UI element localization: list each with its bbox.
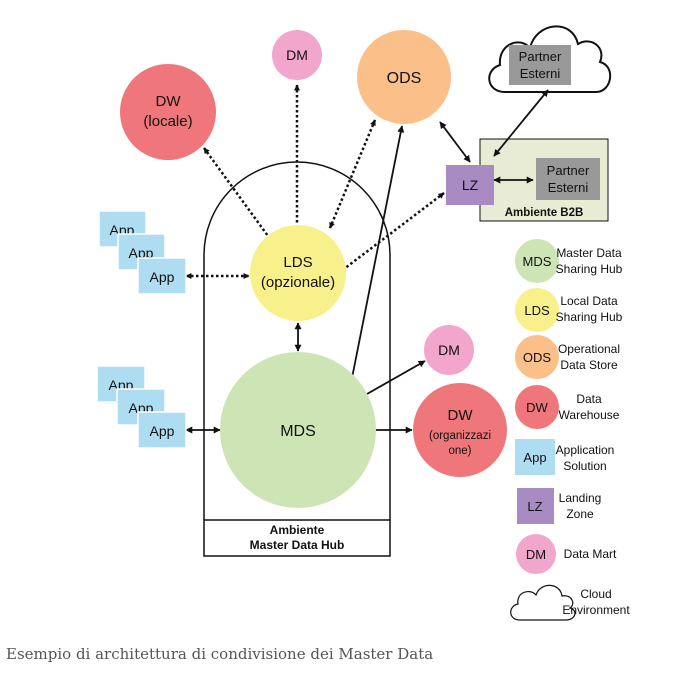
svg-text:Local Data: Local Data (560, 294, 618, 308)
svg-text:App: App (129, 245, 154, 261)
svg-text:LDS: LDS (283, 254, 312, 271)
legend-item-dw: DW Data Warehouse (515, 385, 620, 429)
link-ods-lz (439, 121, 471, 163)
link-lz-lds (339, 192, 445, 273)
app-stack-upper: App App App (98, 210, 187, 295)
link-mds-ods (351, 125, 405, 379)
svg-text:(locale): (locale) (143, 113, 192, 130)
svg-text:App: App (150, 423, 175, 439)
hub-env-label-2: Master Data Hub (250, 538, 345, 552)
svg-text:Zone: Zone (566, 507, 594, 521)
b2b-env-label: Ambiente B2B (505, 207, 584, 219)
node-ods: ODS (357, 30, 451, 124)
node-dw-local: DW (locale) (120, 64, 216, 160)
legend-item-cloud: Cloud Environment (510, 584, 630, 621)
node-lds: LDS (opzionale) (250, 225, 346, 321)
node-dm-top: DM (272, 30, 322, 80)
svg-text:Data: Data (576, 392, 602, 406)
svg-text:MDS: MDS (523, 254, 552, 269)
connections (185, 84, 549, 434)
svg-text:LZ: LZ (462, 177, 479, 193)
svg-text:Sharing Hub: Sharing Hub (556, 310, 623, 324)
legend-item-mds: MDS Master Data Sharing Hub (515, 239, 623, 283)
link-ods-lds (328, 119, 377, 229)
legend-item-lds: LDS Local Data Sharing Hub (515, 288, 623, 332)
node-dw-org: DW (organizzazi one) (413, 383, 507, 477)
svg-text:MDS: MDS (280, 423, 316, 440)
hub-environment: Ambiente Master Data Hub (203, 161, 391, 557)
svg-text:LDS: LDS (524, 303, 550, 318)
legend-item-ods: ODS Operational Data Store (515, 335, 620, 379)
svg-text:Esterni: Esterni (548, 180, 589, 195)
svg-text:Operational: Operational (558, 342, 620, 356)
svg-text:DW: DW (448, 407, 474, 424)
svg-text:DW: DW (156, 93, 182, 110)
svg-text:DM: DM (438, 342, 460, 358)
svg-text:DW: DW (526, 400, 548, 415)
svg-text:Data Mart: Data Mart (564, 547, 617, 561)
svg-text:Cloud: Cloud (580, 587, 611, 601)
node-lz: LZ (446, 165, 494, 205)
svg-text:ODS: ODS (387, 70, 422, 87)
svg-text:Sharing Hub: Sharing Hub (556, 262, 623, 276)
svg-text:Data Store: Data Store (560, 358, 618, 372)
legend-item-dm: DM Data Mart (516, 534, 617, 574)
svg-text:DM: DM (286, 47, 308, 63)
svg-text:Solution: Solution (563, 459, 606, 473)
svg-text:LZ: LZ (527, 499, 542, 514)
node-mds: MDS (220, 352, 376, 508)
legend: MDS Master Data Sharing Hub LDS Local Da… (510, 239, 630, 621)
hub-env-label-1: Ambiente (270, 523, 325, 537)
legend-item-lz: LZ Landing Zone (517, 488, 601, 524)
svg-text:Landing: Landing (559, 491, 602, 505)
svg-text:Master Data: Master Data (556, 246, 622, 260)
link-dw-lds (202, 147, 270, 237)
figure-caption: Esempio di architettura di condivisione … (6, 645, 434, 663)
node-partner-b2b: Partner Esterni (536, 158, 600, 200)
cloud-icon (510, 584, 576, 621)
svg-text:DM: DM (526, 547, 546, 562)
svg-text:Application: Application (556, 443, 615, 457)
link-b2b-cloud (493, 89, 549, 157)
svg-text:Esterni: Esterni (520, 66, 561, 81)
legend-item-app: App Application Solution (515, 439, 614, 475)
svg-text:Environment: Environment (562, 603, 630, 617)
svg-text:ODS: ODS (523, 350, 552, 365)
app-stack-lower: App App App (96, 365, 187, 449)
svg-text:Partner: Partner (519, 49, 562, 64)
svg-text:(organizzazi: (organizzazi (429, 430, 491, 442)
svg-text:one): one) (448, 445, 471, 457)
node-dm-mid: DM (424, 325, 474, 375)
svg-text:Warehouse: Warehouse (559, 408, 620, 422)
svg-text:App: App (150, 269, 175, 285)
link-mds-dm (366, 360, 426, 395)
svg-text:Partner: Partner (547, 163, 590, 178)
svg-text:App: App (523, 450, 546, 465)
node-partner-cloud: Partner Esterni (509, 45, 571, 85)
svg-text:(opzionale): (opzionale) (261, 274, 335, 291)
